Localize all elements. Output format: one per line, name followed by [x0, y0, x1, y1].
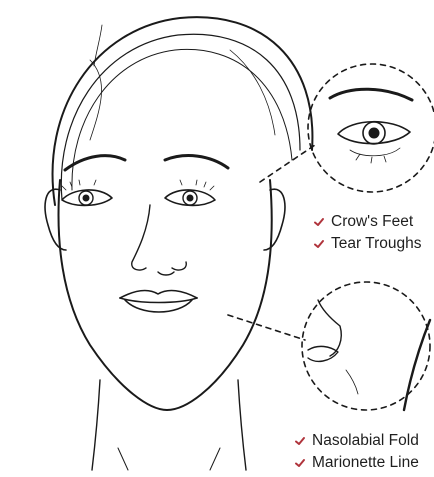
- eye-callout-leader: [260, 145, 315, 182]
- eye-zoom-circle: [308, 64, 434, 192]
- label-text: Nasolabial Fold: [312, 432, 419, 450]
- label-nasolabial-fold: Nasolabial Fold: [294, 430, 419, 452]
- neck-right: [238, 380, 246, 470]
- label-crows-feet: Crow's Feet: [313, 211, 421, 233]
- checkmark-icon: [294, 435, 306, 447]
- neck-left: [92, 380, 100, 470]
- checkmark-icon: [313, 238, 325, 250]
- left-eye: [62, 180, 112, 205]
- right-ear: [264, 189, 285, 250]
- mouth: [120, 291, 197, 312]
- right-eyebrow: [165, 156, 228, 168]
- label-text: Tear Troughs: [331, 235, 421, 253]
- face-outline: [59, 180, 272, 410]
- nose: [132, 205, 187, 275]
- checkmark-icon: [313, 216, 325, 228]
- label-text: Marionette Line: [312, 454, 419, 472]
- mouth-callout: [228, 282, 430, 410]
- label-tear-troughs: Tear Troughs: [313, 233, 421, 255]
- mouth-callout-leader: [228, 315, 305, 340]
- checkmark-icon: [294, 457, 306, 469]
- label-marionette-line: Marionette Line: [294, 452, 419, 474]
- lower-callout-labels: Nasolabial Fold Marionette Line: [294, 430, 419, 474]
- hair-outline: [53, 17, 313, 205]
- label-text: Crow's Feet: [331, 213, 413, 231]
- upper-callout-labels: Crow's Feet Tear Troughs: [313, 211, 421, 255]
- right-eye: [165, 180, 215, 205]
